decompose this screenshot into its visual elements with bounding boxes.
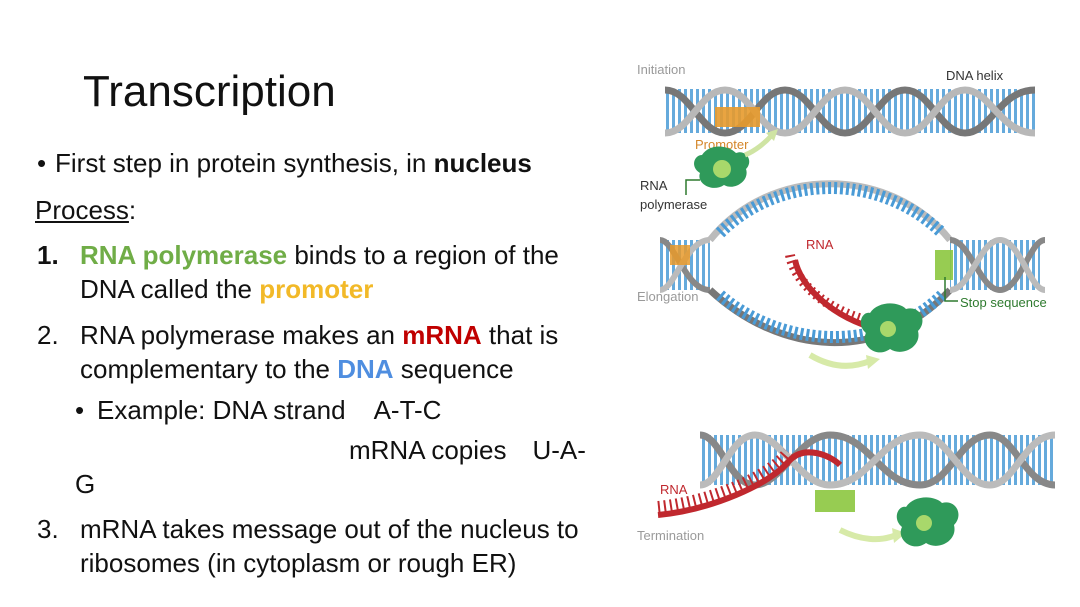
- step-3: 3. mRNA takes message out of the nucleus…: [37, 512, 612, 582]
- rna-polymerase-term: RNA polymerase: [80, 240, 288, 270]
- label-rna-bottom: RNA: [660, 482, 688, 497]
- label-elongation: Elongation: [637, 289, 698, 304]
- example-line-2: mRNA copies U-A-: [349, 433, 586, 467]
- initiation-helix: [664, 86, 1036, 137]
- step-2-text-a: RNA polymerase makes an: [80, 320, 403, 350]
- dna-term: DNA: [337, 354, 394, 384]
- label-termination: Termination: [637, 528, 704, 543]
- rna-strand-bottom: [657, 448, 843, 518]
- example-dna-label: Example: DNA strand: [97, 395, 346, 425]
- intro-bullet: • First step in protein synthesis, in nuc…: [37, 146, 532, 180]
- rna-polymerase-blob-3: [896, 497, 959, 547]
- step-number: 1.: [37, 240, 59, 270]
- label-rna: RNA: [640, 178, 668, 193]
- intro-text: First step in protein synthesis, in: [55, 148, 434, 178]
- label-promoter: Promoter: [695, 137, 749, 152]
- label-rna-mid: RNA: [806, 237, 834, 252]
- step-1-text: binds to a region of the DNA called the: [80, 240, 559, 304]
- step-number: 3.: [37, 514, 59, 544]
- example-mrna-seq: U-A-: [532, 435, 586, 465]
- step-2-text-c: sequence: [393, 354, 514, 384]
- transcription-figure: Initiation DNA helix Promoter RNA polyme…: [630, 55, 1070, 565]
- slide-title: Transcription: [83, 67, 336, 116]
- step-number: 2.: [37, 320, 59, 350]
- process-colon: :: [128, 195, 137, 225]
- label-initiation: Initiation: [637, 62, 685, 77]
- label-stop-sequence: Stop sequence: [960, 295, 1047, 310]
- process-label: Process: [35, 195, 129, 225]
- mrna-term: mRNA: [402, 320, 482, 350]
- step-2-text-b: that is complementary to the: [80, 320, 559, 384]
- bullet-dot: •: [37, 148, 47, 178]
- termination-helix: [699, 431, 1056, 512]
- intro-bold: nucleus: [433, 148, 532, 178]
- example-line-1: Example: DNA strand A-T-C: [97, 393, 441, 427]
- process-heading: Process:: [35, 193, 136, 227]
- step-text: RNA polymerase binds to a region of the …: [80, 238, 610, 306]
- example-bullet: • Example: DNA strand A-T-C mRNA copies U-…: [75, 393, 615, 503]
- example-mrna-label: mRNA copies: [349, 435, 507, 465]
- promoter-term: promoter: [259, 274, 374, 304]
- transcription-diagram: Initiation DNA helix Promoter RNA polyme…: [637, 62, 1056, 547]
- step-1: 1. RNA polymerase binds to a region of t…: [37, 238, 612, 308]
- step-text: mRNA takes message out of the nucleus to…: [80, 514, 579, 578]
- example-dna-seq: A-T-C: [373, 395, 442, 425]
- step-2: 2. RNA polymerase makes an mRNA that is …: [37, 318, 612, 388]
- label-polymerase: polymerase: [640, 197, 707, 212]
- bullet-dot: •: [75, 395, 85, 425]
- step-text: RNA polymerase makes an mRNA that is com…: [80, 318, 610, 386]
- rna-polymerase-blob-2: [860, 303, 923, 353]
- rna-polymerase-blob: [694, 146, 750, 188]
- label-dna-helix: DNA helix: [946, 68, 1004, 83]
- example-wrap: G: [75, 469, 96, 499]
